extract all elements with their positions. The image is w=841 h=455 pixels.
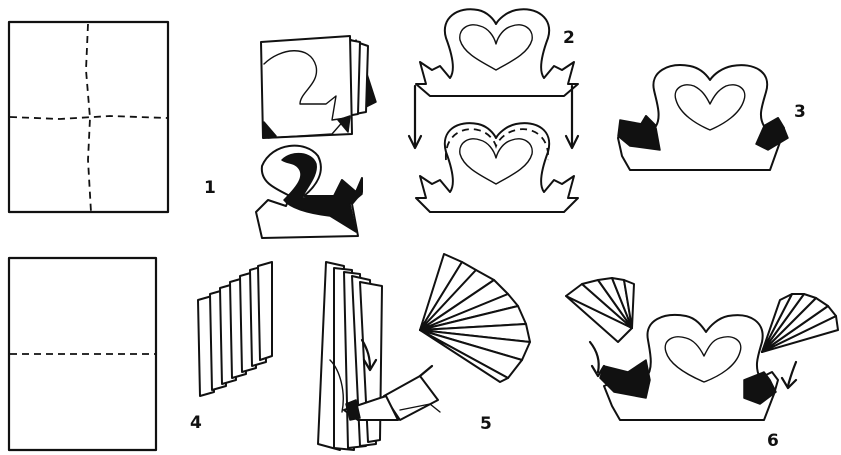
glued-fan-strip [318,262,382,450]
step-number-1: 1 [204,178,216,198]
down-arrow-right [566,86,578,148]
step-number-4: 4 [190,413,202,433]
opened-paper-fan [420,254,530,382]
down-arrow-left [409,86,421,148]
step-number-3: 3 [794,102,806,122]
swan-pair-scored [416,123,578,212]
swan-pair-cut [618,65,788,170]
pleated-paper-strip [198,262,272,396]
step-number-6: 6 [767,431,779,451]
paper-sheet-halved [9,258,156,450]
swan-pair-template [416,9,578,96]
curved-arrow-right [782,362,796,388]
paper-sheet-quartered [9,22,168,212]
fan-wing-right [762,294,838,352]
swan-cutout [256,146,362,238]
fan-wing-left [566,278,634,342]
step-number-2: 2 [563,28,575,48]
step-number-5: 5 [480,414,492,434]
folded-paper-stack [261,36,376,138]
